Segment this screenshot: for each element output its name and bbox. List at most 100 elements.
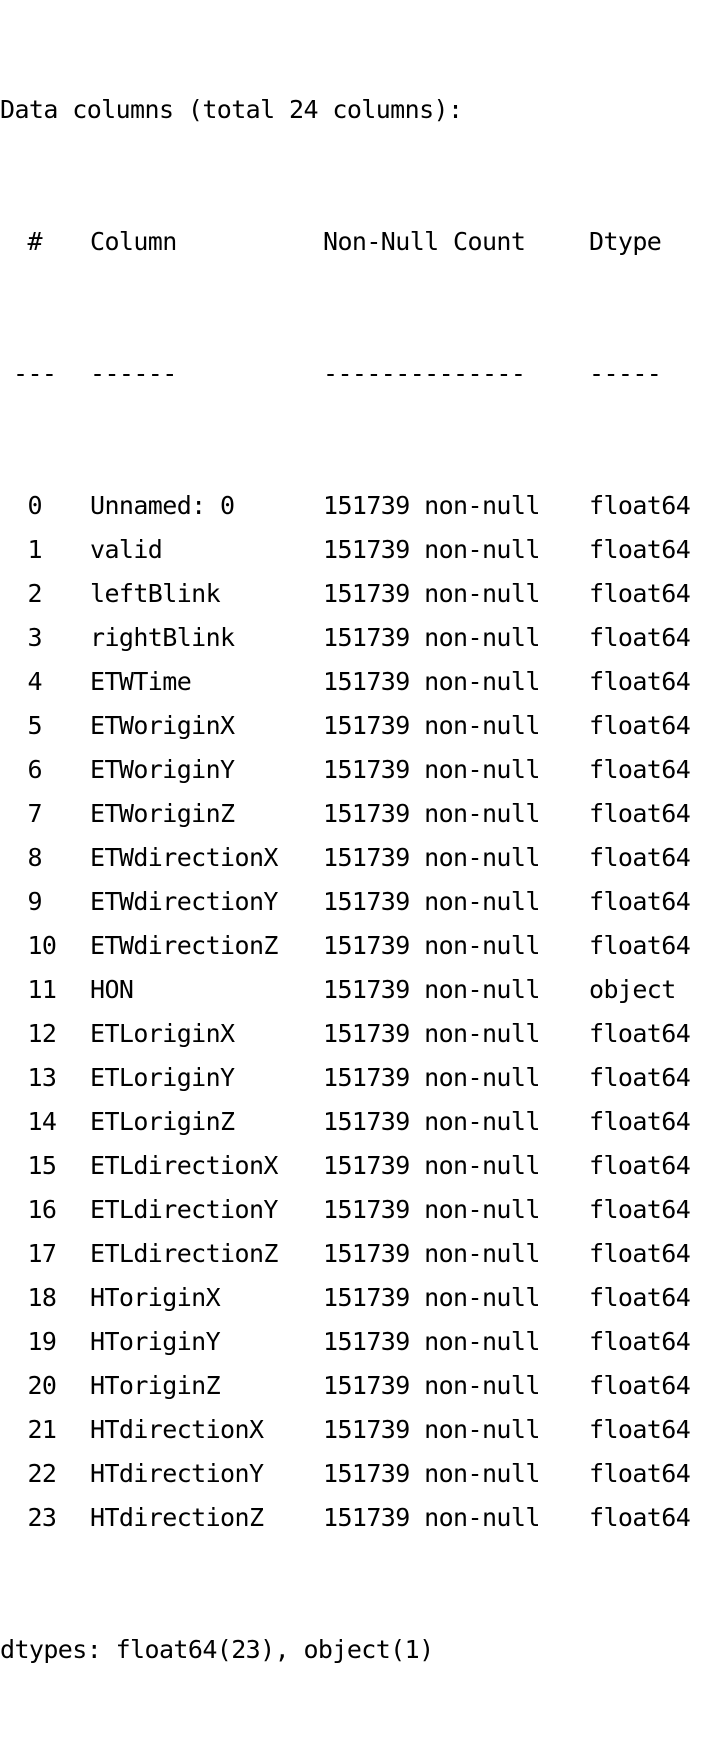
- row-column-name: valid: [90, 535, 163, 564]
- header-column: Column: [90, 227, 177, 256]
- table-row: 20 HToriginZ 151739 non-null float64: [13, 1364, 711, 1408]
- table-row: 17 ETLdirectionZ 151739 non-null float64: [13, 1232, 711, 1276]
- row-non-null-count: 151739 non-null: [323, 491, 540, 520]
- table-row: 16 ETLdirectionY 151739 non-null float64: [13, 1188, 711, 1232]
- row-dtype: float64: [589, 1063, 691, 1092]
- row-column-name: HToriginZ: [90, 1371, 221, 1400]
- sep-column: ------: [90, 359, 177, 388]
- row-index: 13: [13, 1063, 57, 1092]
- row-index: 11: [13, 975, 57, 1004]
- row-dtype: float64: [589, 1415, 691, 1444]
- row-column-name: ETWdirectionZ: [90, 931, 278, 960]
- row-non-null-count: 151739 non-null: [323, 667, 540, 696]
- row-non-null-count: 151739 non-null: [323, 1239, 540, 1268]
- row-non-null-count: 151739 non-null: [323, 1283, 540, 1312]
- row-index: 21: [13, 1415, 57, 1444]
- table-row: 14 ETLoriginZ 151739 non-null float64: [13, 1100, 711, 1144]
- row-index: 23: [13, 1503, 57, 1532]
- row-index: 14: [13, 1107, 57, 1136]
- sep-count: --------------: [323, 359, 526, 388]
- row-dtype: float64: [589, 1283, 691, 1312]
- header-index: #: [13, 227, 42, 256]
- row-index: 8: [13, 843, 42, 872]
- row-index: 17: [13, 1239, 57, 1268]
- row-index: 12: [13, 1019, 57, 1048]
- row-column-name: ETWoriginY: [90, 755, 235, 784]
- row-dtype: float64: [589, 1327, 691, 1356]
- row-non-null-count: 151739 non-null: [323, 755, 540, 784]
- row-column-name: ETWdirectionX: [90, 843, 278, 872]
- row-non-null-count: 151739 non-null: [323, 1371, 540, 1400]
- table-row: 0 Unnamed: 0 151739 non-null float64: [13, 484, 711, 528]
- row-index: 10: [13, 931, 57, 960]
- row-index: 0: [13, 491, 42, 520]
- row-non-null-count: 151739 non-null: [323, 1415, 540, 1444]
- row-index: 20: [13, 1371, 57, 1400]
- row-dtype: float64: [589, 1503, 691, 1532]
- header-count: Non-Null Count: [323, 227, 526, 256]
- table-row: 3 rightBlink 151739 non-null float64: [13, 616, 711, 660]
- row-index: 3: [13, 623, 42, 652]
- row-non-null-count: 151739 non-null: [323, 535, 540, 564]
- table-row: 13 ETLoriginY 151739 non-null float64: [13, 1056, 711, 1100]
- row-column-name: ETLdirectionX: [90, 1151, 278, 1180]
- row-dtype: float64: [589, 491, 691, 520]
- row-dtype: float64: [589, 1195, 691, 1224]
- dtypes-summary: dtypes: float64(23), object(1): [0, 1635, 434, 1664]
- row-dtype: float64: [589, 623, 691, 652]
- row-non-null-count: 151739 non-null: [323, 1459, 540, 1488]
- row-non-null-count: 151739 non-null: [323, 623, 540, 652]
- row-column-name: ETLoriginZ: [90, 1107, 235, 1136]
- row-dtype: float64: [589, 1019, 691, 1048]
- row-non-null-count: 151739 non-null: [323, 799, 540, 828]
- row-dtype: float64: [589, 1459, 691, 1488]
- row-column-name: ETLdirectionY: [90, 1195, 278, 1224]
- row-index: 6: [13, 755, 42, 784]
- row-non-null-count: 151739 non-null: [323, 887, 540, 916]
- row-column-name: ETLoriginY: [90, 1063, 235, 1092]
- separator-row: --- ------ -------------- -----: [13, 352, 711, 396]
- info-title: Data columns (total 24 columns):: [0, 95, 463, 124]
- row-non-null-count: 151739 non-null: [323, 711, 540, 740]
- row-index: 15: [13, 1151, 57, 1180]
- row-non-null-count: 151739 non-null: [323, 579, 540, 608]
- row-column-name: ETWTime: [90, 667, 192, 696]
- header-row: # Column Non-Null Count Dtype: [13, 220, 711, 264]
- row-non-null-count: 151739 non-null: [323, 1107, 540, 1136]
- row-non-null-count: 151739 non-null: [323, 1151, 540, 1180]
- row-dtype: float64: [589, 1107, 691, 1136]
- row-non-null-count: 151739 non-null: [323, 931, 540, 960]
- row-column-name: ETLdirectionZ: [90, 1239, 278, 1268]
- footer-line: dtypes: float64(23), object(1): [0, 1628, 711, 1672]
- row-index: 22: [13, 1459, 57, 1488]
- row-non-null-count: 151739 non-null: [323, 1195, 540, 1224]
- row-index: 16: [13, 1195, 57, 1224]
- sep-dtype: -----: [589, 359, 662, 388]
- row-dtype: float64: [589, 887, 691, 916]
- row-non-null-count: 151739 non-null: [323, 1327, 540, 1356]
- row-column-name: Unnamed: 0: [90, 491, 235, 520]
- row-dtype: float64: [589, 1371, 691, 1400]
- row-non-null-count: 151739 non-null: [323, 1019, 540, 1048]
- row-column-name: ETWoriginZ: [90, 799, 235, 828]
- row-index: 19: [13, 1327, 57, 1356]
- row-non-null-count: 151739 non-null: [323, 1063, 540, 1092]
- row-dtype: float64: [589, 1239, 691, 1268]
- table-row: 6 ETWoriginY 151739 non-null float64: [13, 748, 711, 792]
- row-column-name: rightBlink: [90, 623, 235, 652]
- row-index: 5: [13, 711, 42, 740]
- row-dtype: float64: [589, 755, 691, 784]
